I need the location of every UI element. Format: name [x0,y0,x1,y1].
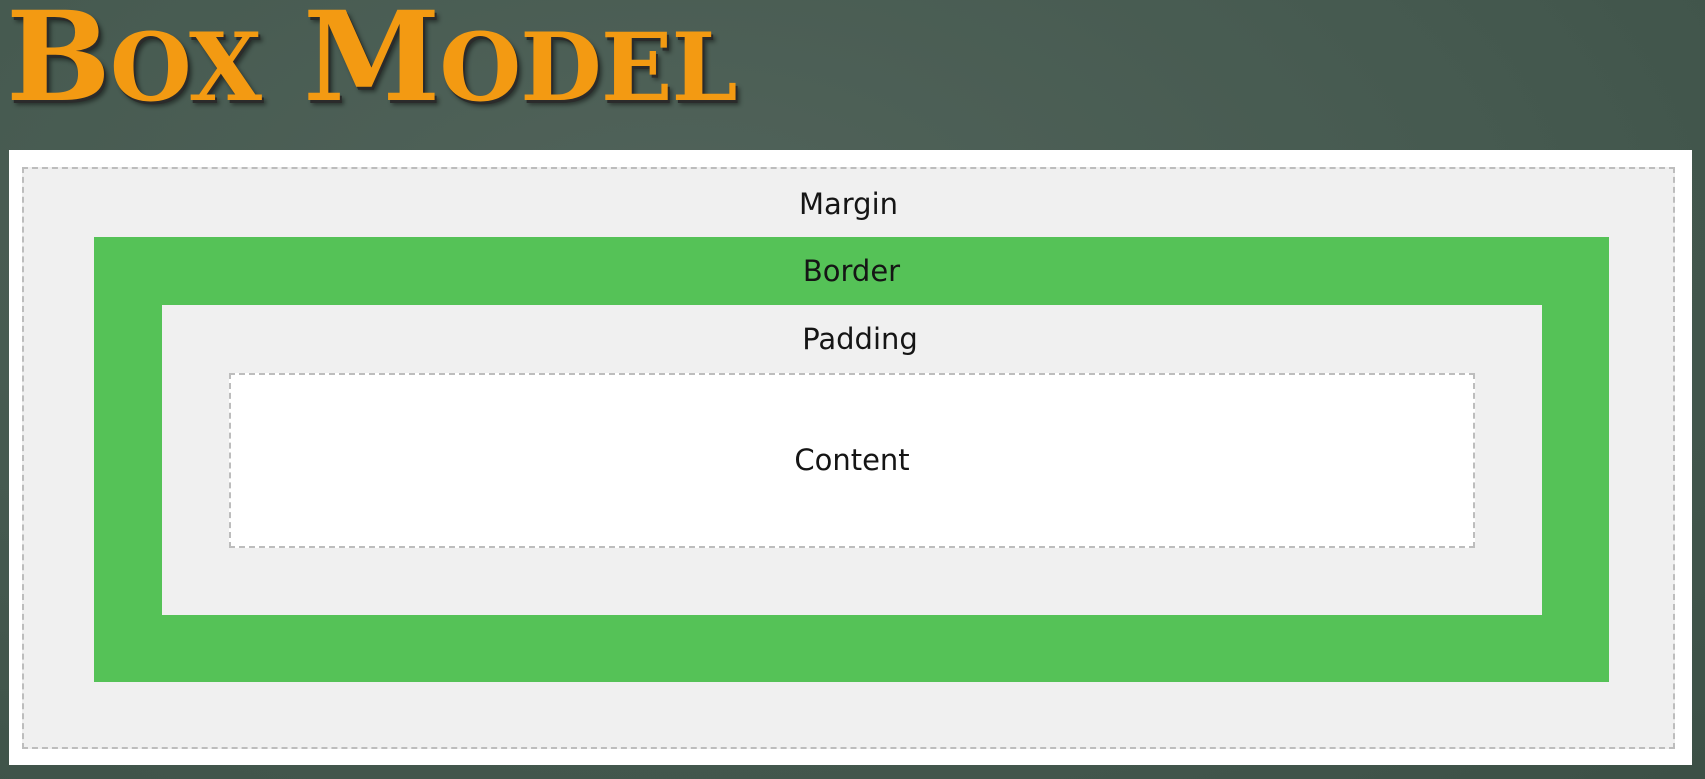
border-area: Border Padding Content [94,237,1609,682]
title-rest-box: OX [109,13,262,123]
padding-label: Padding [802,322,918,356]
content-area: Content [229,373,1475,548]
title-initial-b: B [6,0,111,130]
title-initial-m: M [303,0,440,130]
border-label: Border [802,254,901,288]
title-rest-model: ODEL [439,13,737,123]
padding-area: Padding Content [162,305,1542,615]
margin-label: Margin [798,187,899,221]
box-model-panel: Margin Border Padding Content [9,150,1692,765]
content-label: Content [794,443,910,477]
margin-area: Margin Border Padding Content [22,167,1675,749]
page-title: BOX MODEL [6,0,738,130]
